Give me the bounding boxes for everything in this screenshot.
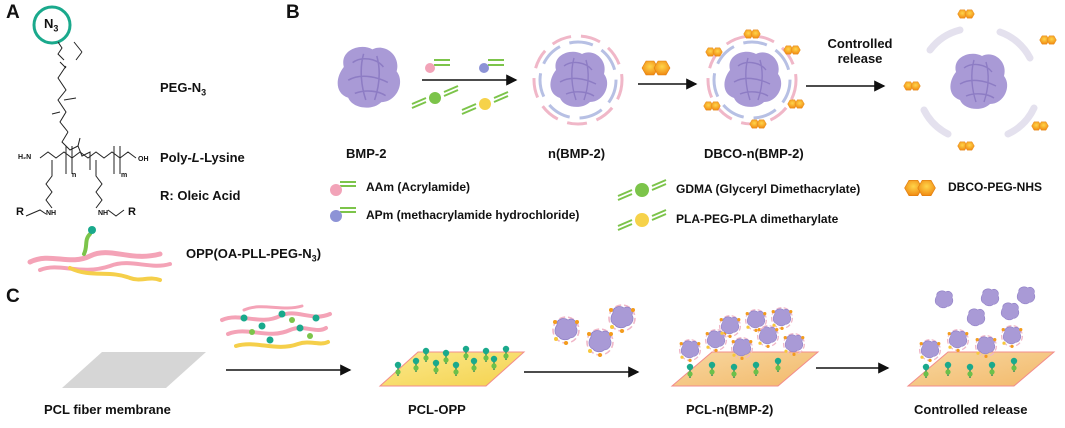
dbco-nbmp2-capsule <box>704 30 805 128</box>
nbmp2-capsule <box>532 34 624 126</box>
legend-dbco-glyph <box>905 180 936 195</box>
chem-m-sub: m <box>121 172 128 179</box>
step-controlled-release: Controlled release <box>914 402 1028 417</box>
chem-h2n: H₂N <box>18 154 32 161</box>
step-pcl-nbmp2: PCL-n(BMP-2) <box>686 402 774 417</box>
chem-nh1: NH <box>46 210 57 217</box>
controlled-release-membrane <box>906 286 1056 387</box>
legend-apm-glyph <box>330 207 356 222</box>
legend-pla-label: PLA-PEG-PLA dimetharylate <box>676 212 839 226</box>
panel-label-c: C <box>6 286 20 307</box>
chem-oh: OH <box>138 156 149 163</box>
dbco-reagent <box>642 61 670 75</box>
legend-aam-label: AAm (Acrylamide) <box>366 180 471 194</box>
poly-lysine-label: Poly-L-Lysine <box>160 150 245 165</box>
azide-circle <box>32 5 72 45</box>
legend-gdma-glyph <box>617 179 667 201</box>
peg-n3-label: PEG-N3 <box>160 80 207 98</box>
legend-dbco-label: DBCO-PEG-NHS <box>948 180 1043 194</box>
chem-r2: R <box>128 206 136 218</box>
released-capsule <box>904 10 1057 150</box>
opp-polymer-cluster <box>220 304 332 349</box>
step-pcl-fiber: PCL fiber membrane <box>44 402 171 417</box>
step-pcl-opp: PCL-OPP <box>408 402 466 417</box>
legend-gdma-label: GDMA (Glyceryl Dimethacrylate) <box>676 182 861 196</box>
label-dbco-nbmp2: DBCO-n(BMP-2) <box>704 146 804 161</box>
opp-polymer-icon <box>27 226 172 282</box>
label-controlled-release-b: Controlled release <box>827 36 893 66</box>
pcl-nbmp2-membrane <box>670 308 820 387</box>
legend-pla-glyph <box>617 209 667 231</box>
chem-nh2: NH <box>98 210 109 217</box>
pcl-membrane <box>62 352 206 388</box>
oleic-acid-label: R: Oleic Acid <box>160 188 241 203</box>
azide-label: N3 <box>44 16 59 34</box>
monomer-mix <box>411 59 509 115</box>
label-nbmp2: n(BMP-2) <box>548 146 606 161</box>
panel-a-structure <box>25 5 137 217</box>
chem-n-sub: n <box>72 172 77 179</box>
chem-r1: R <box>16 206 24 218</box>
pcl-opp-membrane <box>378 345 526 387</box>
bmp2-protein <box>336 46 401 109</box>
nbmp2-particles <box>553 305 635 357</box>
panel-label-b: B <box>286 2 300 23</box>
legend-apm-label: APm (methacrylamide hydrochloride) <box>366 208 580 222</box>
legend-aam-glyph <box>330 181 356 196</box>
opp-label: OPP(OA-PLL-PEG-N3) <box>186 246 322 264</box>
label-bmp2: BMP-2 <box>346 146 387 161</box>
panel-label-a: A <box>6 2 20 23</box>
